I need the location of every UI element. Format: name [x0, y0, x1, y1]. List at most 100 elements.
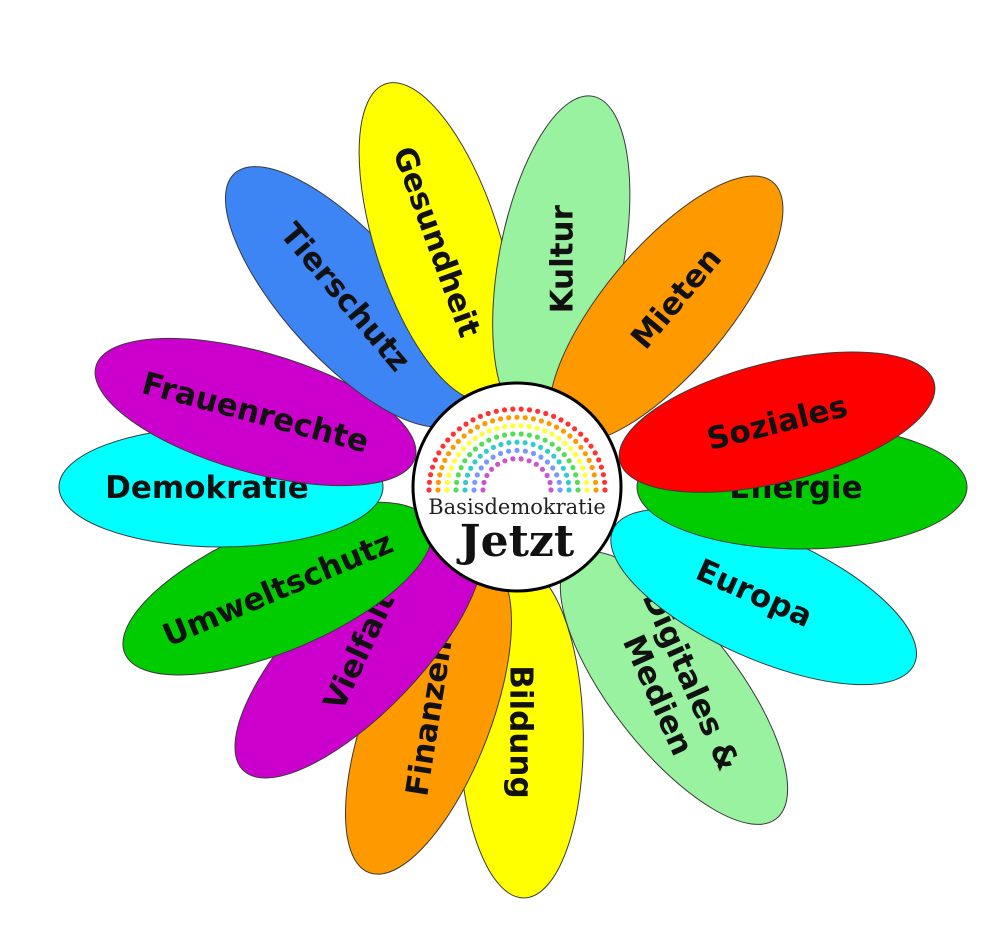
rainbow-figure	[566, 487, 572, 493]
rainbow-figure	[550, 465, 556, 471]
rainbow-figure	[477, 453, 483, 459]
rainbow-figure	[526, 424, 532, 430]
rainbow-figure	[502, 424, 508, 430]
rainbow-figure	[566, 458, 572, 464]
rainbow-figure	[442, 457, 448, 463]
rainbow-figure	[479, 441, 485, 447]
rainbow-figure	[560, 465, 566, 471]
rainbow-figure	[436, 450, 442, 456]
rainbow-figure	[556, 435, 562, 441]
rainbow-figure	[572, 426, 578, 432]
rainbow-figure	[453, 487, 459, 493]
rainbow-figure	[445, 437, 451, 443]
rainbow-figure	[510, 431, 516, 437]
rainbow-figure	[463, 479, 469, 486]
petal-shape	[94, 337, 417, 487]
rainbow-figure	[435, 487, 441, 493]
rainbow-figure	[444, 479, 451, 486]
rainbow-figure	[514, 414, 520, 420]
petal-europa: Europa	[610, 508, 917, 686]
rainbow-figure	[574, 479, 581, 485]
rainbow-figure	[495, 461, 501, 467]
petal-shape	[618, 351, 936, 493]
rainbow-figure	[451, 458, 457, 464]
rainbow-figure	[518, 406, 524, 412]
rainbow-figure	[542, 437, 548, 443]
rainbow-figure	[556, 459, 562, 465]
rainbow-figure	[578, 444, 584, 450]
rainbow-figure	[486, 437, 492, 443]
rainbow-figure	[454, 479, 460, 485]
rainbow-figure	[542, 428, 548, 434]
rainbow-figure	[522, 415, 528, 421]
rainbow-figure	[481, 479, 487, 486]
rainbow-figure	[556, 446, 562, 452]
rainbow-figure	[486, 428, 492, 434]
rainbow-figure	[561, 452, 567, 458]
rainbow-figure	[526, 458, 532, 464]
rainbow-figure	[494, 434, 500, 440]
rainbow-figure	[489, 466, 495, 472]
rainbow-figure	[498, 441, 504, 448]
rainbow-figure	[602, 487, 608, 493]
rainbow-figure	[490, 454, 496, 460]
rainbow-figure	[460, 446, 466, 452]
logo-line1: Basisdemokratie	[428, 495, 606, 519]
rainbow-figure	[455, 438, 461, 444]
rainbow-figure	[426, 487, 432, 493]
rainbow-figure	[593, 487, 599, 493]
rainbow-figure	[468, 465, 474, 471]
rainbow-figure	[450, 431, 456, 437]
rainbow-figure	[553, 424, 560, 430]
rainbow-figure	[466, 440, 472, 446]
rainbow-figure	[584, 487, 590, 493]
rainbow-figure	[502, 432, 508, 438]
rainbow-figure	[580, 465, 586, 471]
rainbow-figure	[530, 441, 536, 448]
rainbow-figure	[565, 479, 572, 486]
rainbow-figure	[502, 458, 508, 464]
rainbow-figure	[510, 456, 516, 462]
rainbow-figure	[472, 446, 478, 452]
petal-label: Bildung	[502, 665, 538, 798]
rainbow-figure	[439, 464, 445, 471]
rainbow-figure	[472, 479, 478, 485]
rainbow-figure	[526, 432, 533, 438]
rainbow-figure	[479, 431, 485, 437]
rainbow-figure	[493, 408, 499, 414]
rainbow-figure	[478, 465, 484, 471]
rainbow-figure	[472, 459, 478, 465]
petal-frauenrechte: Frauenrechte	[94, 337, 417, 487]
rainbow-figure	[518, 431, 524, 437]
rainbow-figure	[494, 425, 500, 431]
rainbow-arcs	[426, 406, 608, 493]
rainbow-figure	[589, 464, 595, 471]
rainbow-figure	[464, 472, 471, 478]
rainbow-figure	[432, 457, 438, 463]
rainbow-figure	[490, 444, 496, 450]
rainbow-figure	[514, 439, 520, 445]
rainbow-figure	[506, 415, 512, 421]
rainbow-figure	[497, 450, 504, 457]
rainbow-figure	[444, 487, 450, 493]
rainbow-figure	[510, 423, 516, 429]
rainbow-figure	[446, 451, 452, 457]
rainbow-figure	[596, 457, 602, 463]
rainbow-figure	[526, 407, 533, 413]
rainbow-figure	[538, 444, 544, 450]
rainbow-figure	[549, 441, 555, 447]
rainbow-figure	[506, 448, 512, 454]
rainbow-figure	[455, 452, 462, 458]
rainbow-figure	[474, 424, 481, 430]
rainbow-figure	[533, 461, 539, 467]
rainbow-figure	[546, 421, 552, 427]
rainbow-figure	[455, 472, 461, 478]
rainbow-figure	[598, 464, 605, 470]
rainbow-figure	[539, 466, 546, 472]
rainbow-figure	[522, 440, 528, 446]
rainbow-figure	[484, 472, 490, 479]
petal-mieten: Mieten	[548, 175, 784, 444]
rainbow-figure	[565, 421, 571, 427]
center-logo: Basisdemokratie Jetzt	[411, 381, 623, 593]
rainbow-figure	[592, 450, 598, 456]
